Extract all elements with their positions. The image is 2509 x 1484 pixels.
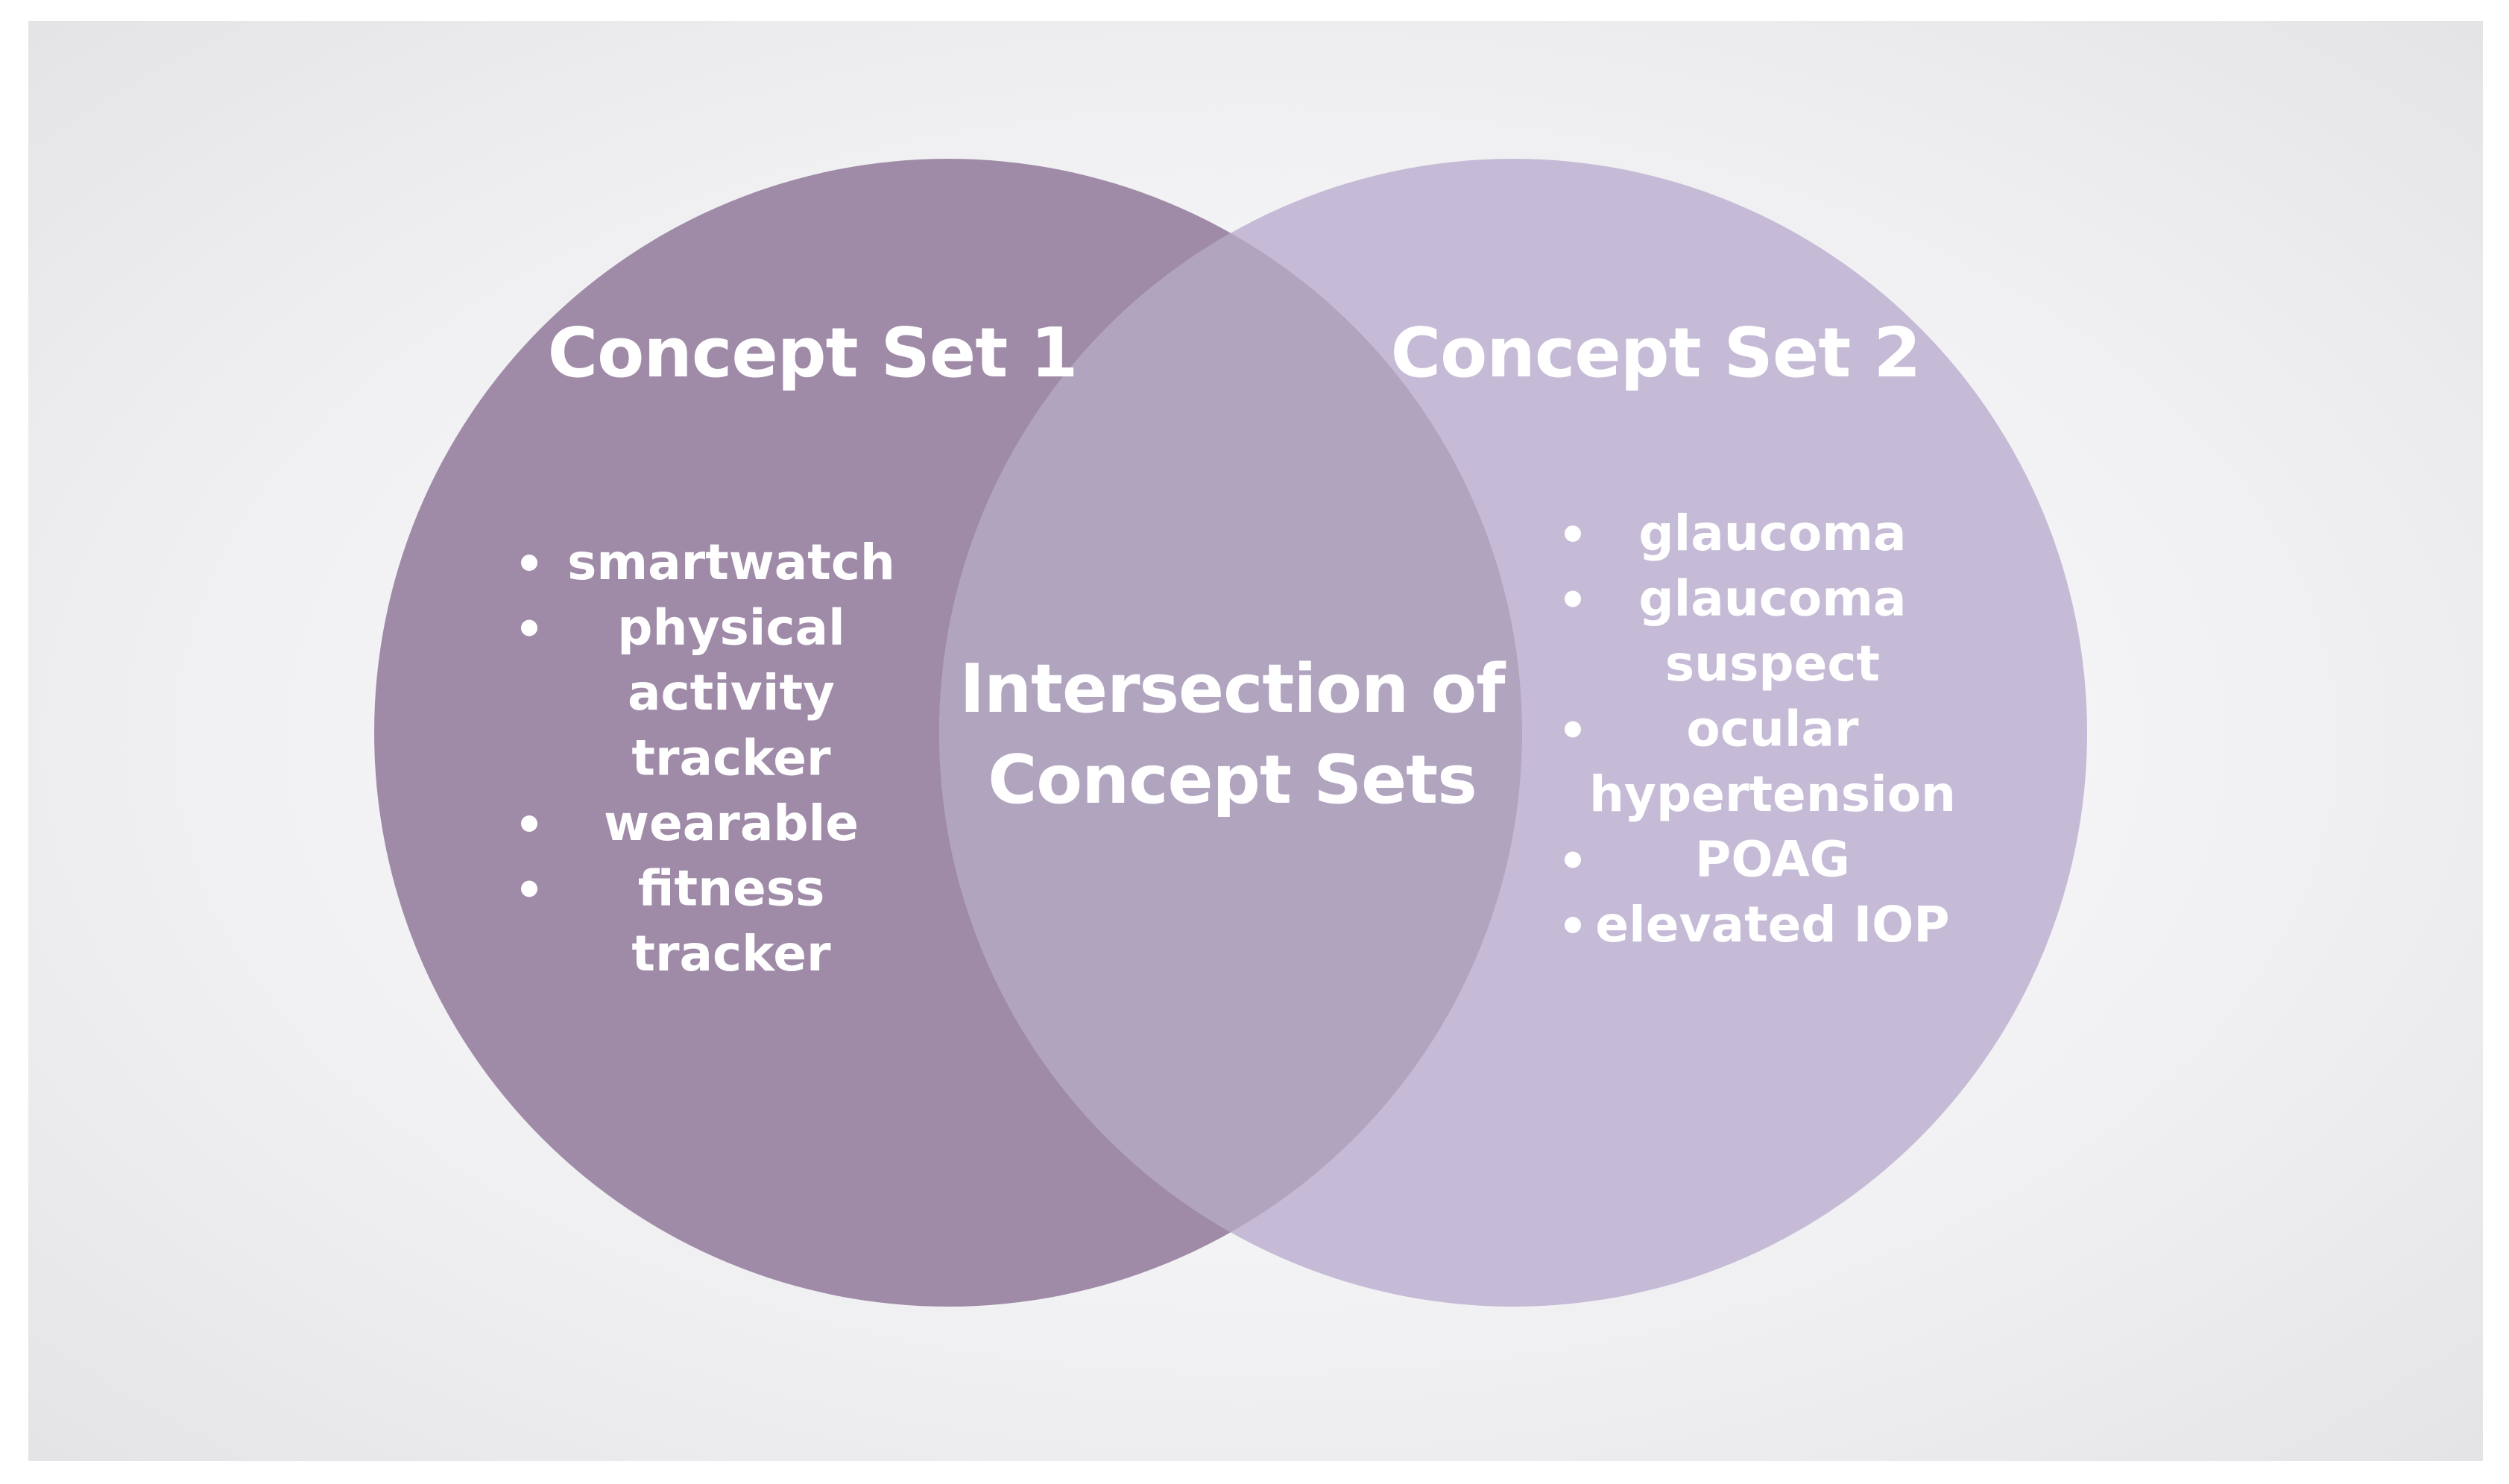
set2-bullet-1: [1565, 590, 1581, 607]
set2-item-2-line-0: ocular: [1686, 701, 1859, 758]
set2-item-1-line-1: suspect: [1665, 635, 1880, 692]
set2-bullet-3: [1565, 851, 1581, 868]
venn-diagram-canvas: Concept Set 1 Concept Set 2 smartwatch ph…: [28, 21, 2483, 1461]
set1-item-2-line-0: wearable: [604, 795, 859, 852]
set1-item-3-line-0: fitness: [638, 860, 825, 918]
set1-item-1-line-2: tracker: [631, 730, 831, 787]
concept-set-1-list: smartwatch physical activity tracker wearabl…: [521, 534, 895, 982]
set1-bullet-0: [521, 555, 537, 571]
set1-bullet-3: [521, 880, 537, 897]
set2-bullet-4: [1565, 917, 1581, 933]
concept-set-2-list: glaucoma glaucoma suspect ocular hypertensio…: [1565, 505, 1956, 953]
set1-item-0-line-0: smartwatch: [567, 534, 895, 591]
set1-item-1-line-0: physical: [617, 599, 845, 657]
concept-set-2-title: Concept Set 2: [1391, 313, 1921, 393]
set2-item-2-line-1: hypertension: [1589, 765, 1956, 823]
set2-item-1-line-0: glaucoma: [1638, 570, 1906, 628]
set1-item-3-line-1: tracker: [631, 925, 831, 982]
set2-bullet-0: [1565, 525, 1581, 542]
set1-item-1-line-1: activity: [628, 664, 835, 722]
set1-bullet-1: [521, 619, 537, 637]
intersection-label-line-2: Concept Sets: [988, 741, 1477, 819]
set2-item-4-line-0: elevated IOP: [1595, 896, 1949, 953]
intersection-region: [939, 159, 1522, 1307]
set2-bullet-2: [1565, 721, 1581, 738]
intersection-label-line-1: Intersection of: [959, 650, 1506, 728]
set1-bullet-2: [521, 815, 537, 832]
set2-item-0-line-0: glaucoma: [1638, 505, 1906, 562]
set2-item-3-line-0: POAG: [1695, 831, 1850, 888]
venn-diagram: Concept Set 1 Concept Set 2 smartwatch ph…: [374, 159, 2087, 1307]
concept-set-1-title: Concept Set 1: [548, 313, 1078, 393]
